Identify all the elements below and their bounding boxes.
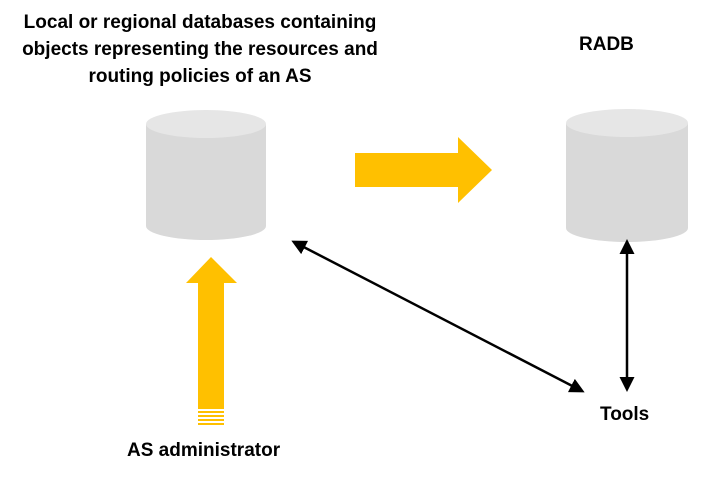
local-database-label: Local or regional databases containing o… [0,9,400,90]
local-database-label-line-1: Local or regional databases containing [23,12,377,33]
local-database-label-line-3: routing policies of an AS [88,66,312,87]
replication-arrow-right-icon [355,137,492,203]
tools-label: Tools [600,404,650,425]
as-administrator-label: AS administrator [127,440,281,461]
radb-label: RADB [579,34,634,55]
local-database-label-line-2: objects representing the resources and [22,39,378,60]
admin-arrow-up-icon [186,257,237,425]
radb-database-cylinder-icon [566,109,688,242]
local-database-cylinder-icon [146,110,266,240]
local-to-tools-connector-icon [291,240,585,393]
